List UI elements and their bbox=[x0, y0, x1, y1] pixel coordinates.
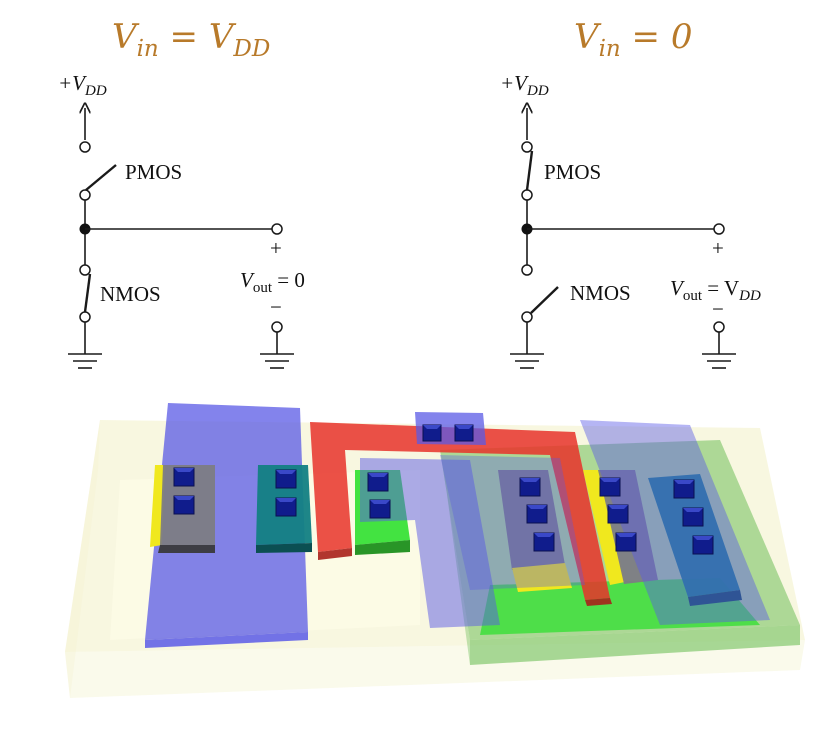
left-pmos-bottom-terminal bbox=[79, 189, 91, 201]
right-nmos-switch bbox=[530, 286, 559, 314]
left-pmos-label: PMOS bbox=[125, 160, 182, 184]
contact-highlight bbox=[276, 470, 296, 474]
left-vout-ground-terminal bbox=[271, 321, 283, 333]
left-heading: Vin = VDD bbox=[112, 17, 270, 62]
contact-highlight bbox=[534, 533, 554, 537]
diffusion-yellow-3 bbox=[583, 470, 625, 585]
ground-icon bbox=[510, 353, 544, 369]
contact-highlight bbox=[520, 478, 540, 482]
metal-vdd-strip bbox=[580, 420, 770, 625]
right-plus-sign: + bbox=[712, 236, 724, 260]
right-circuit: Vin = 0 +VDD PMOS + Vout = VDD − NMOS bbox=[500, 17, 761, 369]
left-pmos-switch bbox=[85, 164, 117, 191]
contact-highlight bbox=[683, 508, 703, 512]
contact bbox=[526, 504, 548, 524]
contact bbox=[607, 504, 629, 524]
diffusion-yellow-2 bbox=[512, 563, 572, 592]
right-supply-label: +VDD bbox=[500, 71, 549, 99]
metal-left-strip bbox=[145, 403, 308, 640]
contact-highlight bbox=[527, 505, 547, 509]
contact-highlight bbox=[276, 498, 296, 502]
right-minus-sign: − bbox=[712, 297, 724, 321]
contact bbox=[173, 467, 195, 487]
contact bbox=[519, 477, 541, 497]
poly-gate-strip bbox=[310, 422, 610, 600]
metal-right bbox=[360, 420, 770, 628]
cmos-layout-3d bbox=[65, 403, 805, 698]
contact bbox=[454, 424, 474, 442]
contact-highlight bbox=[423, 425, 441, 429]
contact-highlight bbox=[600, 478, 620, 482]
left-nmos-bottom-terminal bbox=[79, 311, 91, 323]
contact bbox=[275, 469, 297, 489]
right-pmos-bottom-terminal bbox=[521, 189, 533, 201]
right-vout-ground-terminal bbox=[713, 321, 725, 333]
metal-output-strip bbox=[360, 458, 500, 628]
ground-icon bbox=[68, 353, 102, 369]
contact bbox=[367, 472, 389, 492]
right-vout-label: Vout = VDD bbox=[670, 276, 761, 304]
contact bbox=[369, 499, 391, 519]
left-minus-sign: − bbox=[270, 295, 282, 319]
right-nmos-bottom-terminal bbox=[521, 311, 533, 323]
contact bbox=[615, 532, 637, 552]
contact bbox=[682, 507, 704, 527]
contact-highlight bbox=[174, 496, 194, 500]
poly-gate bbox=[310, 422, 612, 606]
ground-icon bbox=[260, 353, 294, 369]
metal-pmos-strip bbox=[440, 455, 585, 590]
left-pmos-top-terminal bbox=[79, 141, 91, 153]
contact bbox=[422, 424, 442, 442]
right-heading: Vin = 0 bbox=[574, 17, 692, 62]
contact-highlight bbox=[674, 480, 694, 484]
poly-gate-front-right bbox=[585, 598, 612, 606]
contact-highlight bbox=[174, 468, 194, 472]
diffusion-gray-3 bbox=[598, 470, 658, 584]
n-diffusion-green-front bbox=[355, 540, 410, 555]
left-circuit: Vin = VDD +VDD PMOS + Vout = 0 − NMOS bbox=[58, 17, 305, 369]
metal-left-front bbox=[145, 632, 308, 648]
poly-gate-front-left bbox=[318, 548, 352, 560]
contact bbox=[275, 497, 297, 517]
left-nmos-top-terminal bbox=[79, 264, 91, 276]
contacts bbox=[173, 424, 714, 555]
right-pmos-top-terminal bbox=[521, 141, 533, 153]
contact-highlight bbox=[693, 536, 713, 540]
left-vout-label: Vout = 0 bbox=[240, 268, 305, 296]
right-pmos-switch bbox=[525, 150, 534, 191]
left-nmos-switch bbox=[83, 273, 92, 313]
right-output-terminal bbox=[713, 223, 725, 235]
contact-highlight bbox=[368, 473, 388, 477]
right-nmos-top-terminal bbox=[521, 264, 533, 276]
contact-highlight bbox=[455, 425, 473, 429]
left-supply-label: +VDD bbox=[58, 71, 107, 99]
contact bbox=[673, 479, 695, 499]
left-plus-sign: + bbox=[270, 236, 282, 260]
metal-left bbox=[145, 403, 308, 648]
diffusion-teal-1-front bbox=[256, 543, 312, 553]
diffusion-teal-2-front bbox=[688, 590, 742, 606]
substrate-side bbox=[65, 420, 100, 698]
left-nmos-label: NMOS bbox=[100, 282, 161, 306]
right-nmos-label: NMOS bbox=[570, 281, 631, 305]
contact-highlight bbox=[616, 533, 636, 537]
contact-highlight bbox=[608, 505, 628, 509]
contact bbox=[599, 477, 621, 497]
contact bbox=[173, 495, 195, 515]
n-well-front bbox=[470, 625, 800, 665]
contact-highlight bbox=[370, 500, 390, 504]
left-output-terminal bbox=[271, 223, 283, 235]
right-pmos-label: PMOS bbox=[544, 160, 601, 184]
diffusion-gray-1-front bbox=[158, 545, 215, 553]
contact bbox=[533, 532, 555, 552]
ground-icon bbox=[702, 353, 736, 369]
contact bbox=[692, 535, 714, 555]
